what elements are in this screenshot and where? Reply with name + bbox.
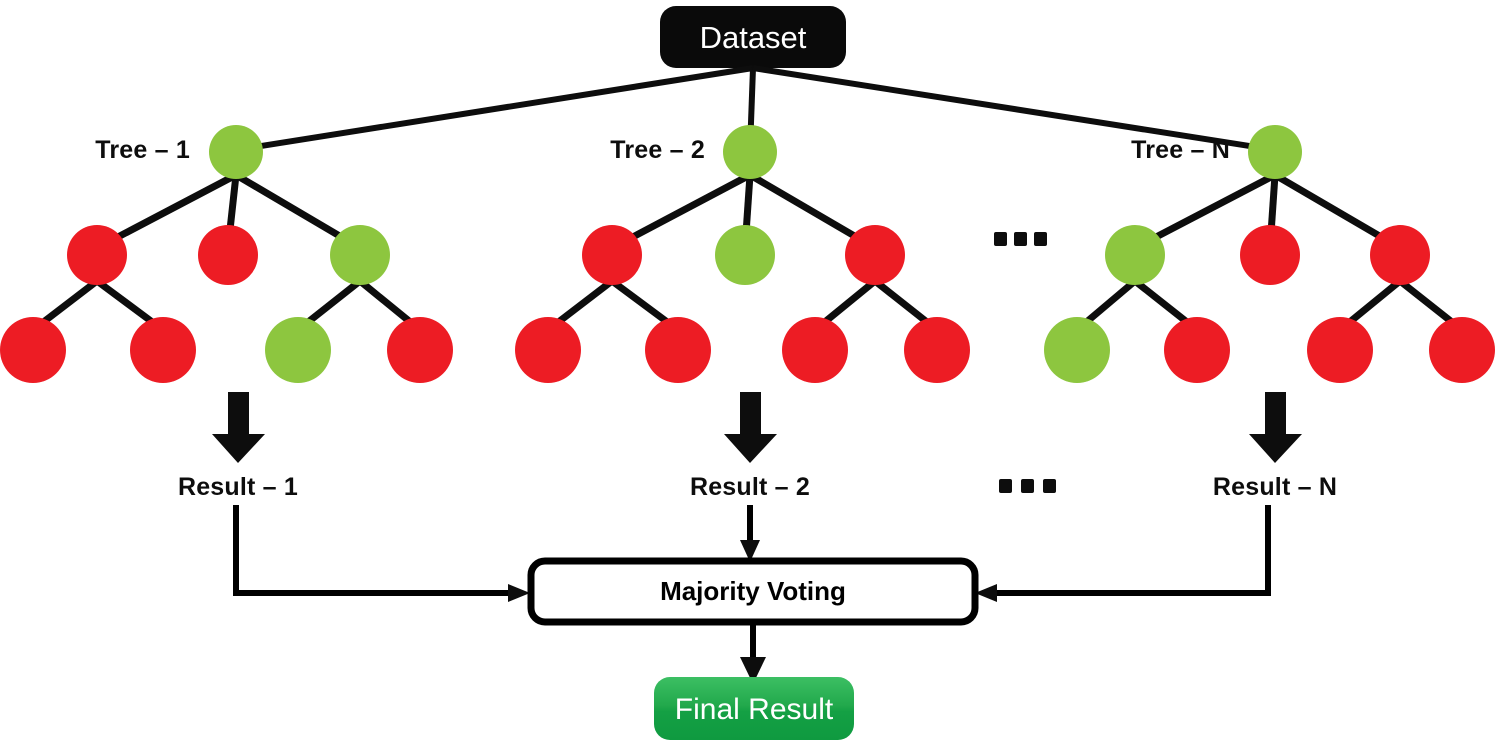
edge-dataset-tree3 [752,65,1276,153]
tree-2-result-arrow-icon [724,392,777,463]
tree-n-level2-node-1[interactable] [1105,225,1165,285]
tree-1-leaf-node-4[interactable] [387,317,453,383]
tree-2-leaf-node-1[interactable] [515,317,581,383]
tree-n-label: Tree – N [1131,136,1230,164]
result-2-label: Result – 2 [690,473,810,501]
ellipsis-results [999,479,1056,493]
tree-2-group: Tree – 2 [515,125,970,383]
dataset-box-shape [660,6,846,68]
tree-1-label: Tree – 1 [95,136,190,164]
tree-1-leaf-node-3[interactable] [265,317,331,383]
result-2-to-voting-arrowhead [740,540,760,562]
edge-dataset-tree1 [235,65,754,153]
result-n-to-voting-line [993,505,1271,596]
result-1-to-voting-arrowhead [508,584,530,602]
dataset-label: Dataset [700,20,807,55]
tree-n-level2-node-2[interactable] [1240,225,1300,285]
tree-1-leaf-node-1[interactable] [0,317,66,383]
tree-1-leaf-node-2[interactable] [130,317,196,383]
ellipsis-trees [994,232,1047,246]
ellipsis-results-dot-1 [999,479,1012,493]
tree-2-leaf-node-2[interactable] [645,317,711,383]
majority-voting-node[interactable]: Majority Voting [527,557,979,626]
tree-2-leaf-node-4[interactable] [904,317,970,383]
final-result-label: Final Result [675,693,834,726]
result-labels: Result – 1 Result – 2 Result – N [178,473,1337,501]
ellipsis-results-dot-2 [1021,479,1034,493]
majority-voting-label: Majority Voting [660,576,846,606]
voting-connectors [233,505,1271,602]
tree-n-leaf-node-3[interactable] [1307,317,1373,383]
tree-1-edge-root-a [95,171,238,252]
result-1-to-voting-line [233,505,512,596]
tree-2-level2-node-1[interactable] [582,225,642,285]
ellipsis-trees-dot-1 [994,232,1007,246]
tree-2-root-node[interactable] [723,125,777,179]
dataset-node[interactable]: Dataset [660,6,846,68]
final-result-node[interactable]: Final Result [654,677,854,740]
tree-n-leaf-node-1[interactable] [1044,317,1110,383]
tree-1-level2-node-3[interactable] [330,225,390,285]
tree-2-label: Tree – 2 [610,136,705,164]
ellipsis-trees-dot-3 [1034,232,1047,246]
tree-n-edge-root-a [1133,171,1277,252]
tree-n-result-arrow-icon [1249,392,1302,463]
tree-1-root-node[interactable] [209,125,263,179]
ellipsis-results-dot-3 [1043,479,1056,493]
tree-1-level2-node-2[interactable] [198,225,258,285]
voting-to-final-connector [740,622,766,684]
tree-n-group: Tree – N [1044,125,1495,383]
result-1-label: Result – 1 [178,473,298,501]
tree-n-level2-node-3[interactable] [1370,225,1430,285]
tree-2-level2-node-3[interactable] [845,225,905,285]
tree-n-root-node[interactable] [1248,125,1302,179]
voting-to-final-arrowhead [740,657,766,684]
tree-1-group: Tree – 1 [0,125,453,383]
result-n-label: Result – N [1213,473,1337,501]
tree-1-level2-node-1[interactable] [67,225,127,285]
final-result-box-shape [654,677,854,740]
ellipsis-trees-dot-2 [1014,232,1027,246]
tree-1-result-arrow-icon [212,392,265,463]
tree-2-leaf-node-3[interactable] [782,317,848,383]
result-n-to-voting-arrowhead [975,584,997,602]
result-block-arrows [212,392,1302,463]
tree-n-leaf-node-4[interactable] [1429,317,1495,383]
tree-2-level2-node-2[interactable] [715,225,775,285]
tree-n-leaf-node-2[interactable] [1164,317,1230,383]
